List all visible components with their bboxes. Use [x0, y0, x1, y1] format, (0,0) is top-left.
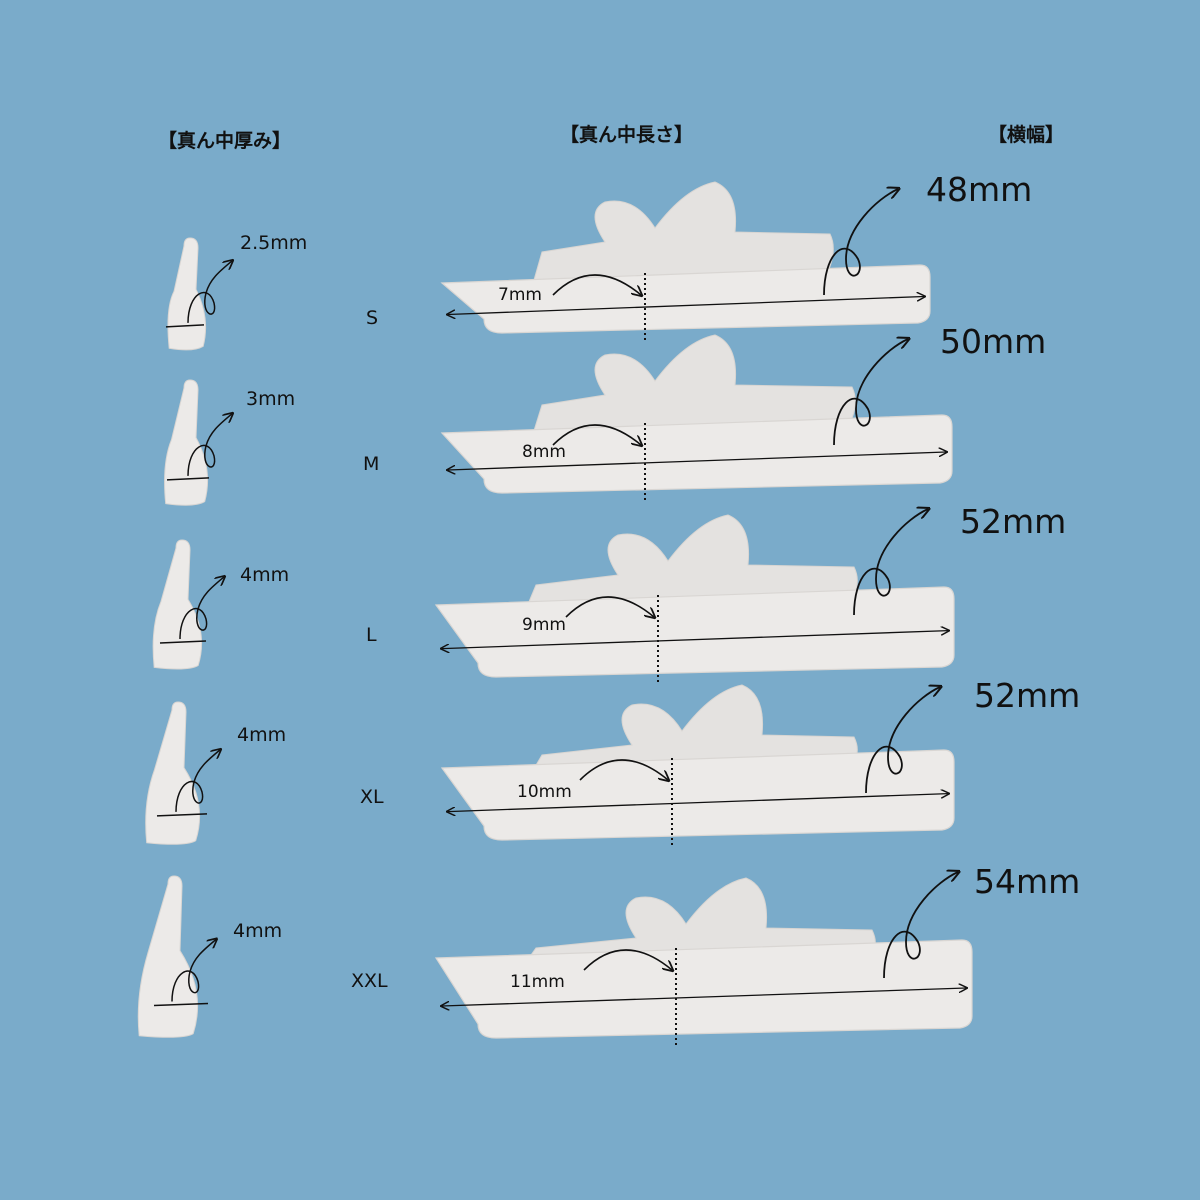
width-label-xl: 52mm: [974, 676, 1081, 715]
width-line-l: [442, 631, 948, 649]
size-label-xl: XL: [360, 786, 384, 808]
thickness-label-xxl: 4mm: [233, 920, 283, 942]
width-line-xl: [448, 794, 948, 812]
thickness-line-xl: [156, 813, 208, 817]
thickness-line-s: [165, 324, 205, 328]
width-arrow-s: [823, 189, 898, 296]
thickness-arrow-xxl: [171, 939, 216, 1002]
thickness-arrow-l: [179, 577, 224, 639]
width-label-m: 50mm: [940, 322, 1047, 361]
length-arrow-s: [552, 274, 641, 295]
size-label-s: S: [366, 307, 379, 329]
thickness-line-l: [159, 640, 207, 644]
length-arrow-m: [552, 424, 641, 445]
width-arrow-l: [853, 509, 928, 616]
width-line-s: [448, 297, 924, 315]
thickness-line-xxl: [153, 1002, 209, 1007]
thickness-label-l: 4mm: [240, 564, 290, 586]
crown-m: [531, 334, 856, 438]
side-profile-m: [164, 379, 209, 506]
thickness-label-m: 3mm: [246, 388, 296, 410]
thickness-arrow-m: [187, 414, 232, 476]
header-length: 【真ん中長さ】: [560, 124, 694, 146]
length-arrow-xl: [579, 759, 668, 780]
width-line-xxl: [442, 988, 966, 1006]
side-profile-s: [167, 237, 207, 351]
shield-pad-l: [434, 586, 955, 678]
side-profile-xxl: [137, 875, 199, 1038]
crown-s: [531, 181, 834, 288]
crown-l: [525, 514, 858, 610]
width-arrow-xxl: [883, 872, 958, 979]
width-line-m: [448, 452, 946, 470]
side-profile-l: [152, 539, 203, 670]
thickness-arrow-xl: [175, 750, 220, 812]
thickness-label-xl: 4mm: [237, 724, 287, 746]
length-arrow-l: [565, 596, 654, 617]
side-profile-xl: [145, 701, 201, 845]
header-thickness: 【真ん中厚み】: [158, 130, 292, 152]
length-label-s: 7mm: [498, 285, 542, 305]
length-label-m: 8mm: [522, 442, 566, 462]
length-label-l: 9mm: [522, 615, 566, 635]
length-label-xl: 10mm: [517, 782, 572, 802]
size-label-xxl: XXL: [351, 970, 388, 992]
width-label-s: 48mm: [926, 170, 1033, 209]
thickness-arrow-s: [187, 261, 232, 323]
thickness-line-m: [166, 477, 210, 481]
header-width: 【横幅】: [988, 124, 1065, 146]
width-arrow-m: [833, 339, 908, 446]
thickness-label-s: 2.5mm: [240, 232, 308, 254]
width-arrow-xl: [865, 687, 940, 794]
crown-xxl: [525, 877, 876, 963]
size-label-l: L: [366, 624, 377, 646]
width-label-l: 52mm: [960, 502, 1067, 541]
size-label-m: M: [363, 453, 380, 475]
length-arrow-xxl: [583, 949, 672, 970]
crown-xl: [531, 684, 858, 773]
width-label-xxl: 54mm: [974, 862, 1081, 901]
length-label-xxl: 11mm: [510, 972, 565, 992]
